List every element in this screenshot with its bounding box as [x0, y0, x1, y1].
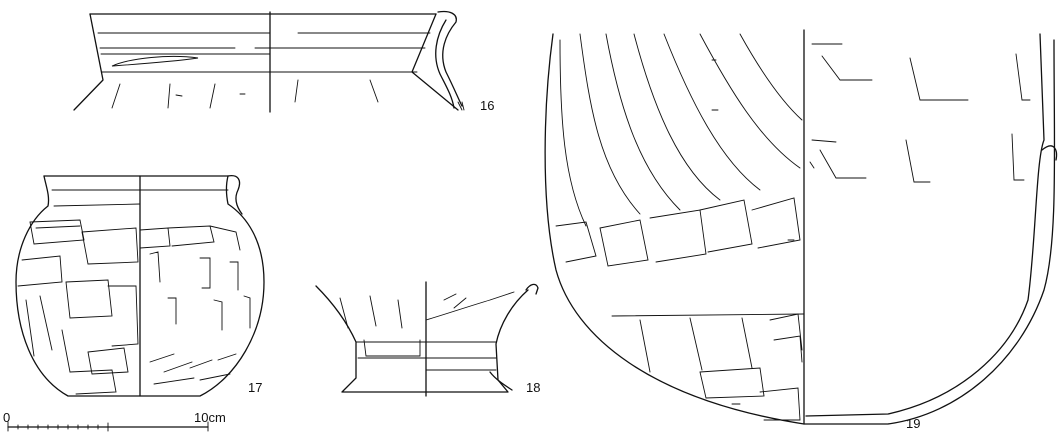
vessel-16: 16	[73, 10, 494, 113]
figure-label-16: 16	[480, 98, 494, 113]
figure-label-17: 17	[248, 380, 262, 395]
vessel-19: 19	[544, 29, 1058, 431]
scale-bar: 0 10cm	[3, 410, 226, 432]
figure-label-19: 19	[906, 416, 920, 431]
scale-start-label: 0	[3, 410, 10, 425]
vessel-18: 18	[315, 281, 540, 397]
scale-end-label: 10cm	[194, 410, 226, 425]
vessel-17: 17	[15, 174, 265, 397]
figure-label-18: 18	[526, 380, 540, 395]
